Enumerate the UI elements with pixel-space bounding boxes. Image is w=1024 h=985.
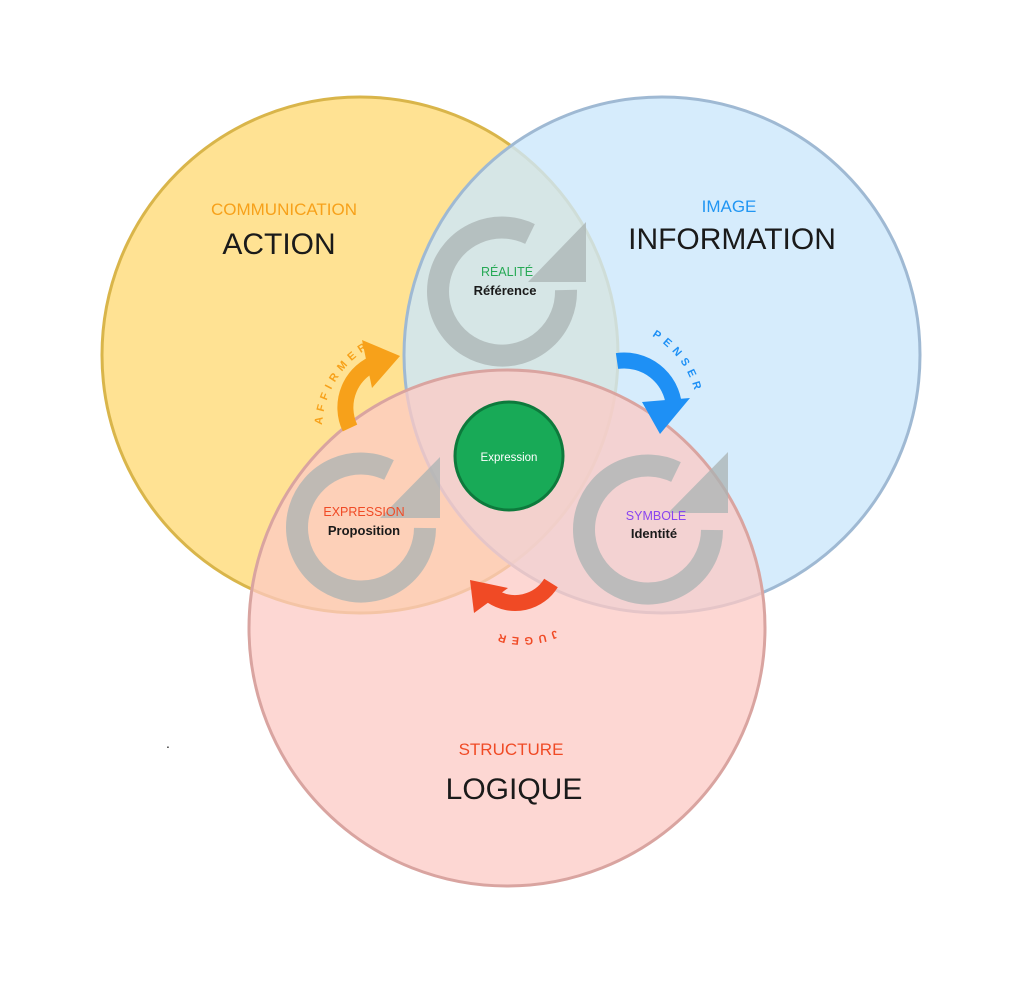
- cycle-icon-expression: [286, 452, 440, 603]
- arrow-penser: [615, 352, 690, 434]
- cycle-icon-realite: [427, 216, 586, 367]
- center-label: Expression: [481, 452, 538, 464]
- cycle-icons: [286, 216, 728, 605]
- arrow-juger: [470, 578, 558, 613]
- expression-label: Proposition: [328, 523, 400, 538]
- center-circle: [453, 400, 565, 512]
- realite-label: Référence: [474, 283, 537, 298]
- action-category: COMMUNICATION: [211, 200, 357, 219]
- circle-logique: [247, 368, 767, 888]
- symbole-category: SYMBOLE: [626, 509, 686, 523]
- cycle-icon-symbole: [573, 452, 728, 605]
- logique-title: LOGIQUE: [446, 773, 583, 806]
- information-category: IMAGE: [702, 197, 757, 216]
- logique-category: STRUCTURE: [459, 740, 564, 759]
- information-title: INFORMATION: [628, 223, 836, 256]
- arrow-affirmer: [337, 340, 400, 432]
- action-title: ACTION: [222, 228, 335, 261]
- expression-category: EXPRESSION: [323, 505, 404, 519]
- marker-dot: .: [166, 735, 170, 751]
- realite-category: RÉALITÉ: [481, 264, 533, 279]
- symbole-label: Identité: [631, 526, 677, 541]
